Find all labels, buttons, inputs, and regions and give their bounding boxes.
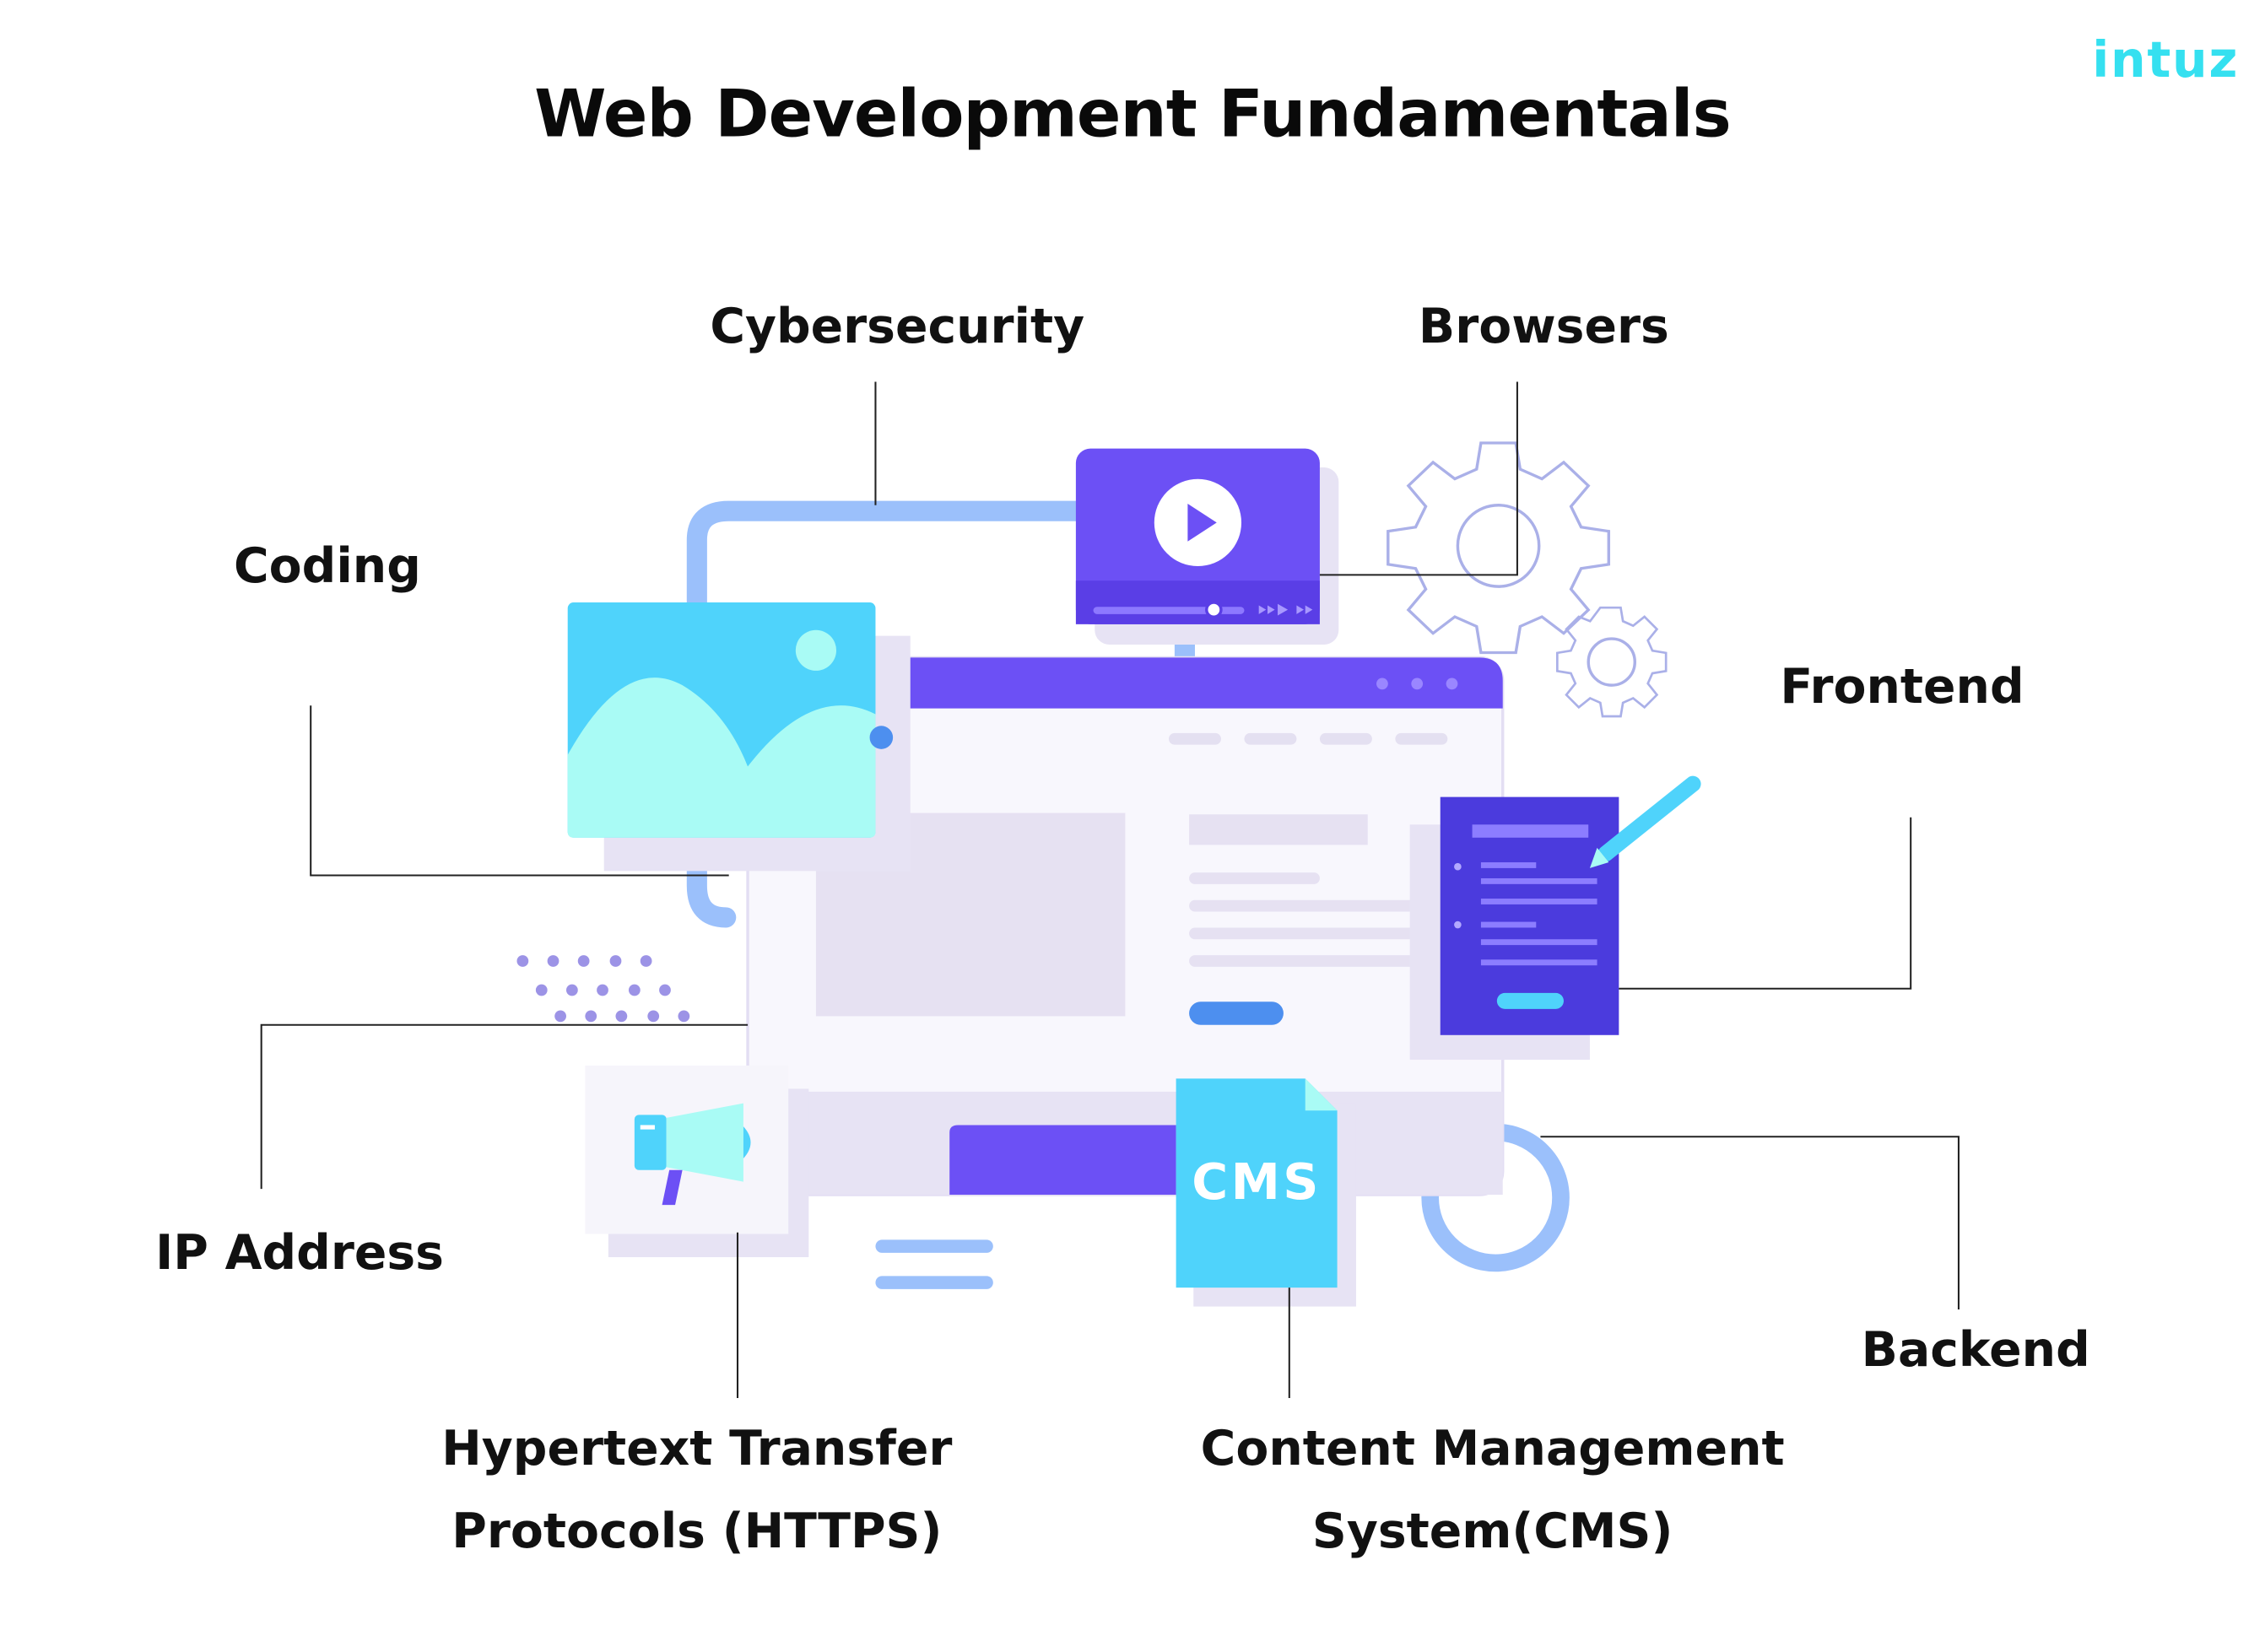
label-cybersecurity: Cybersecurity	[710, 297, 1085, 354]
label-cms-line2: System(CMS)	[1311, 1502, 1673, 1559]
image-icon	[567, 602, 911, 872]
menu-lines	[875, 1239, 993, 1253]
video-player	[1075, 448, 1339, 645]
label-cms-line1: Content Management	[1200, 1419, 1785, 1477]
connector-pipe	[686, 500, 1092, 928]
leader-browsers	[1319, 381, 1518, 576]
megaphone-icon	[585, 1065, 809, 1258]
page-title: Web Development Fundamentals	[534, 75, 1732, 153]
label-cms: Content Management System(CMS)	[1187, 1408, 1797, 1573]
leader-lines	[260, 381, 1960, 1398]
gear-icon	[1387, 441, 1611, 655]
leader-ip-address	[260, 1023, 749, 1190]
label-https: Hypertext Transfer Protocols (HTTPS)	[435, 1408, 958, 1573]
label-frontend: Frontend	[1780, 657, 2024, 715]
label-backend: Backend	[1861, 1320, 2090, 1378]
leader-backend	[1540, 1136, 1960, 1309]
label-ip-address: IP Address	[155, 1223, 444, 1281]
label-https-line2: Protocols (HTTPS)	[451, 1502, 943, 1559]
cms-badge-text: CMS	[1192, 1153, 1322, 1212]
play-icon	[1187, 504, 1217, 542]
label-coding: Coding	[234, 537, 421, 594]
browser-window	[746, 656, 1505, 1196]
pencil-icon	[1589, 775, 1701, 868]
brand-logo: intuz	[2092, 31, 2240, 90]
document-icon	[1409, 796, 1619, 1061]
label-browsers: Browsers	[1418, 297, 1669, 354]
gear-icon	[1555, 606, 1668, 718]
cms-file-icon	[1176, 1078, 1356, 1307]
dots-decoration	[516, 955, 690, 1023]
leader-frontend	[1619, 817, 1912, 990]
label-https-line1: Hypertext Transfer	[441, 1419, 953, 1477]
leader-coding	[310, 705, 729, 877]
